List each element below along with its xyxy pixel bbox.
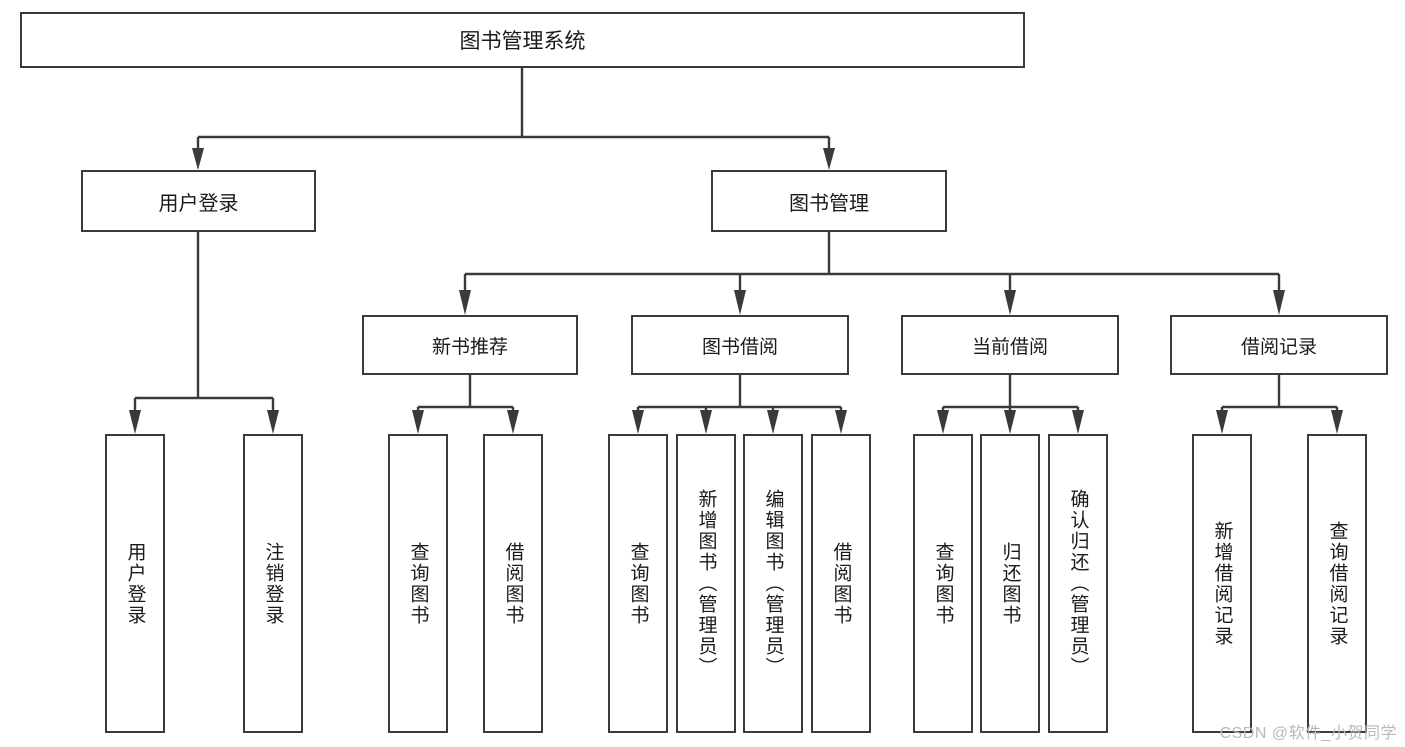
leaf-label: 归还图书 [999,541,1021,626]
arrow-to-user-login [192,148,204,170]
node-user-login[interactable]: 用户登录 [81,170,316,232]
arrow-to-new-book-recommend [459,290,471,315]
node-leaf-query-book-2[interactable]: 查询图书 [608,434,668,733]
arrow-leaf-user-login [129,410,141,434]
node-leaf-add-book[interactable]: 新增图书（管理员） [676,434,736,733]
node-leaf-query-borrow-record[interactable]: 查询借阅记录 [1307,434,1367,733]
leaf-label: 查询图书 [932,541,954,626]
node-leaf-user-login[interactable]: 用户登录 [105,434,165,733]
arrow-leaf-return-book [1004,410,1016,434]
arrow-to-book-management [823,148,835,170]
leaf-label: 查询图书 [627,541,649,626]
arrow-leaf-query-book-2 [632,410,644,434]
leaf-label: 新增图书（管理员） [695,489,717,678]
node-leaf-query-book-1[interactable]: 查询图书 [388,434,448,733]
arrow-to-current-borrow [1004,290,1016,315]
node-new-book-recommend[interactable]: 新书推荐 [362,315,578,375]
node-leaf-logout-login[interactable]: 注销登录 [243,434,303,733]
node-borrow-record[interactable]: 借阅记录 [1170,315,1388,375]
arrow-leaf-edit-book [767,410,779,434]
arrow-leaf-borrow-book-1 [507,410,519,434]
node-leaf-borrow-book-2[interactable]: 借阅图书 [811,434,871,733]
arrow-leaf-query-book-1 [412,410,424,434]
node-leaf-return-book[interactable]: 归还图书 [980,434,1040,733]
leaf-label: 借阅图书 [502,541,524,626]
arrow-leaf-add-borrow-record [1216,410,1228,434]
leaf-label: 注销登录 [262,541,284,626]
arrow-leaf-query-borrow-record [1331,410,1343,434]
arrow-leaf-confirm-return [1072,410,1084,434]
node-book-borrow[interactable]: 图书借阅 [631,315,849,375]
arrow-leaf-logout-login [267,410,279,434]
arrow-to-book-borrow [734,290,746,315]
arrow-leaf-borrow-book-2 [835,410,847,434]
node-current-borrow[interactable]: 当前借阅 [901,315,1119,375]
leaf-label: 查询图书 [407,541,429,626]
node-leaf-borrow-book-1[interactable]: 借阅图书 [483,434,543,733]
node-leaf-edit-book[interactable]: 编辑图书（管理员） [743,434,803,733]
leaf-label: 新增借阅记录 [1211,520,1233,647]
arrow-leaf-query-book-3 [937,410,949,434]
leaf-label: 借阅图书 [830,541,852,626]
leaf-label: 编辑图书（管理员） [762,489,784,678]
leaf-label: 确认归还（管理员） [1067,489,1089,678]
node-leaf-add-borrow-record[interactable]: 新增借阅记录 [1192,434,1252,733]
arrow-leaf-add-book [700,410,712,434]
arrow-to-borrow-record [1273,290,1285,315]
leaf-label: 查询借阅记录 [1326,520,1348,647]
node-leaf-query-book-3[interactable]: 查询图书 [913,434,973,733]
watermark-text: CSDN @软件_小贺同学 [1219,725,1397,742]
node-book-management[interactable]: 图书管理 [711,170,947,232]
node-leaf-confirm-return[interactable]: 确认归还（管理员） [1048,434,1108,733]
node-root-system[interactable]: 图书管理系统 [20,12,1025,68]
leaf-label: 用户登录 [124,541,146,626]
